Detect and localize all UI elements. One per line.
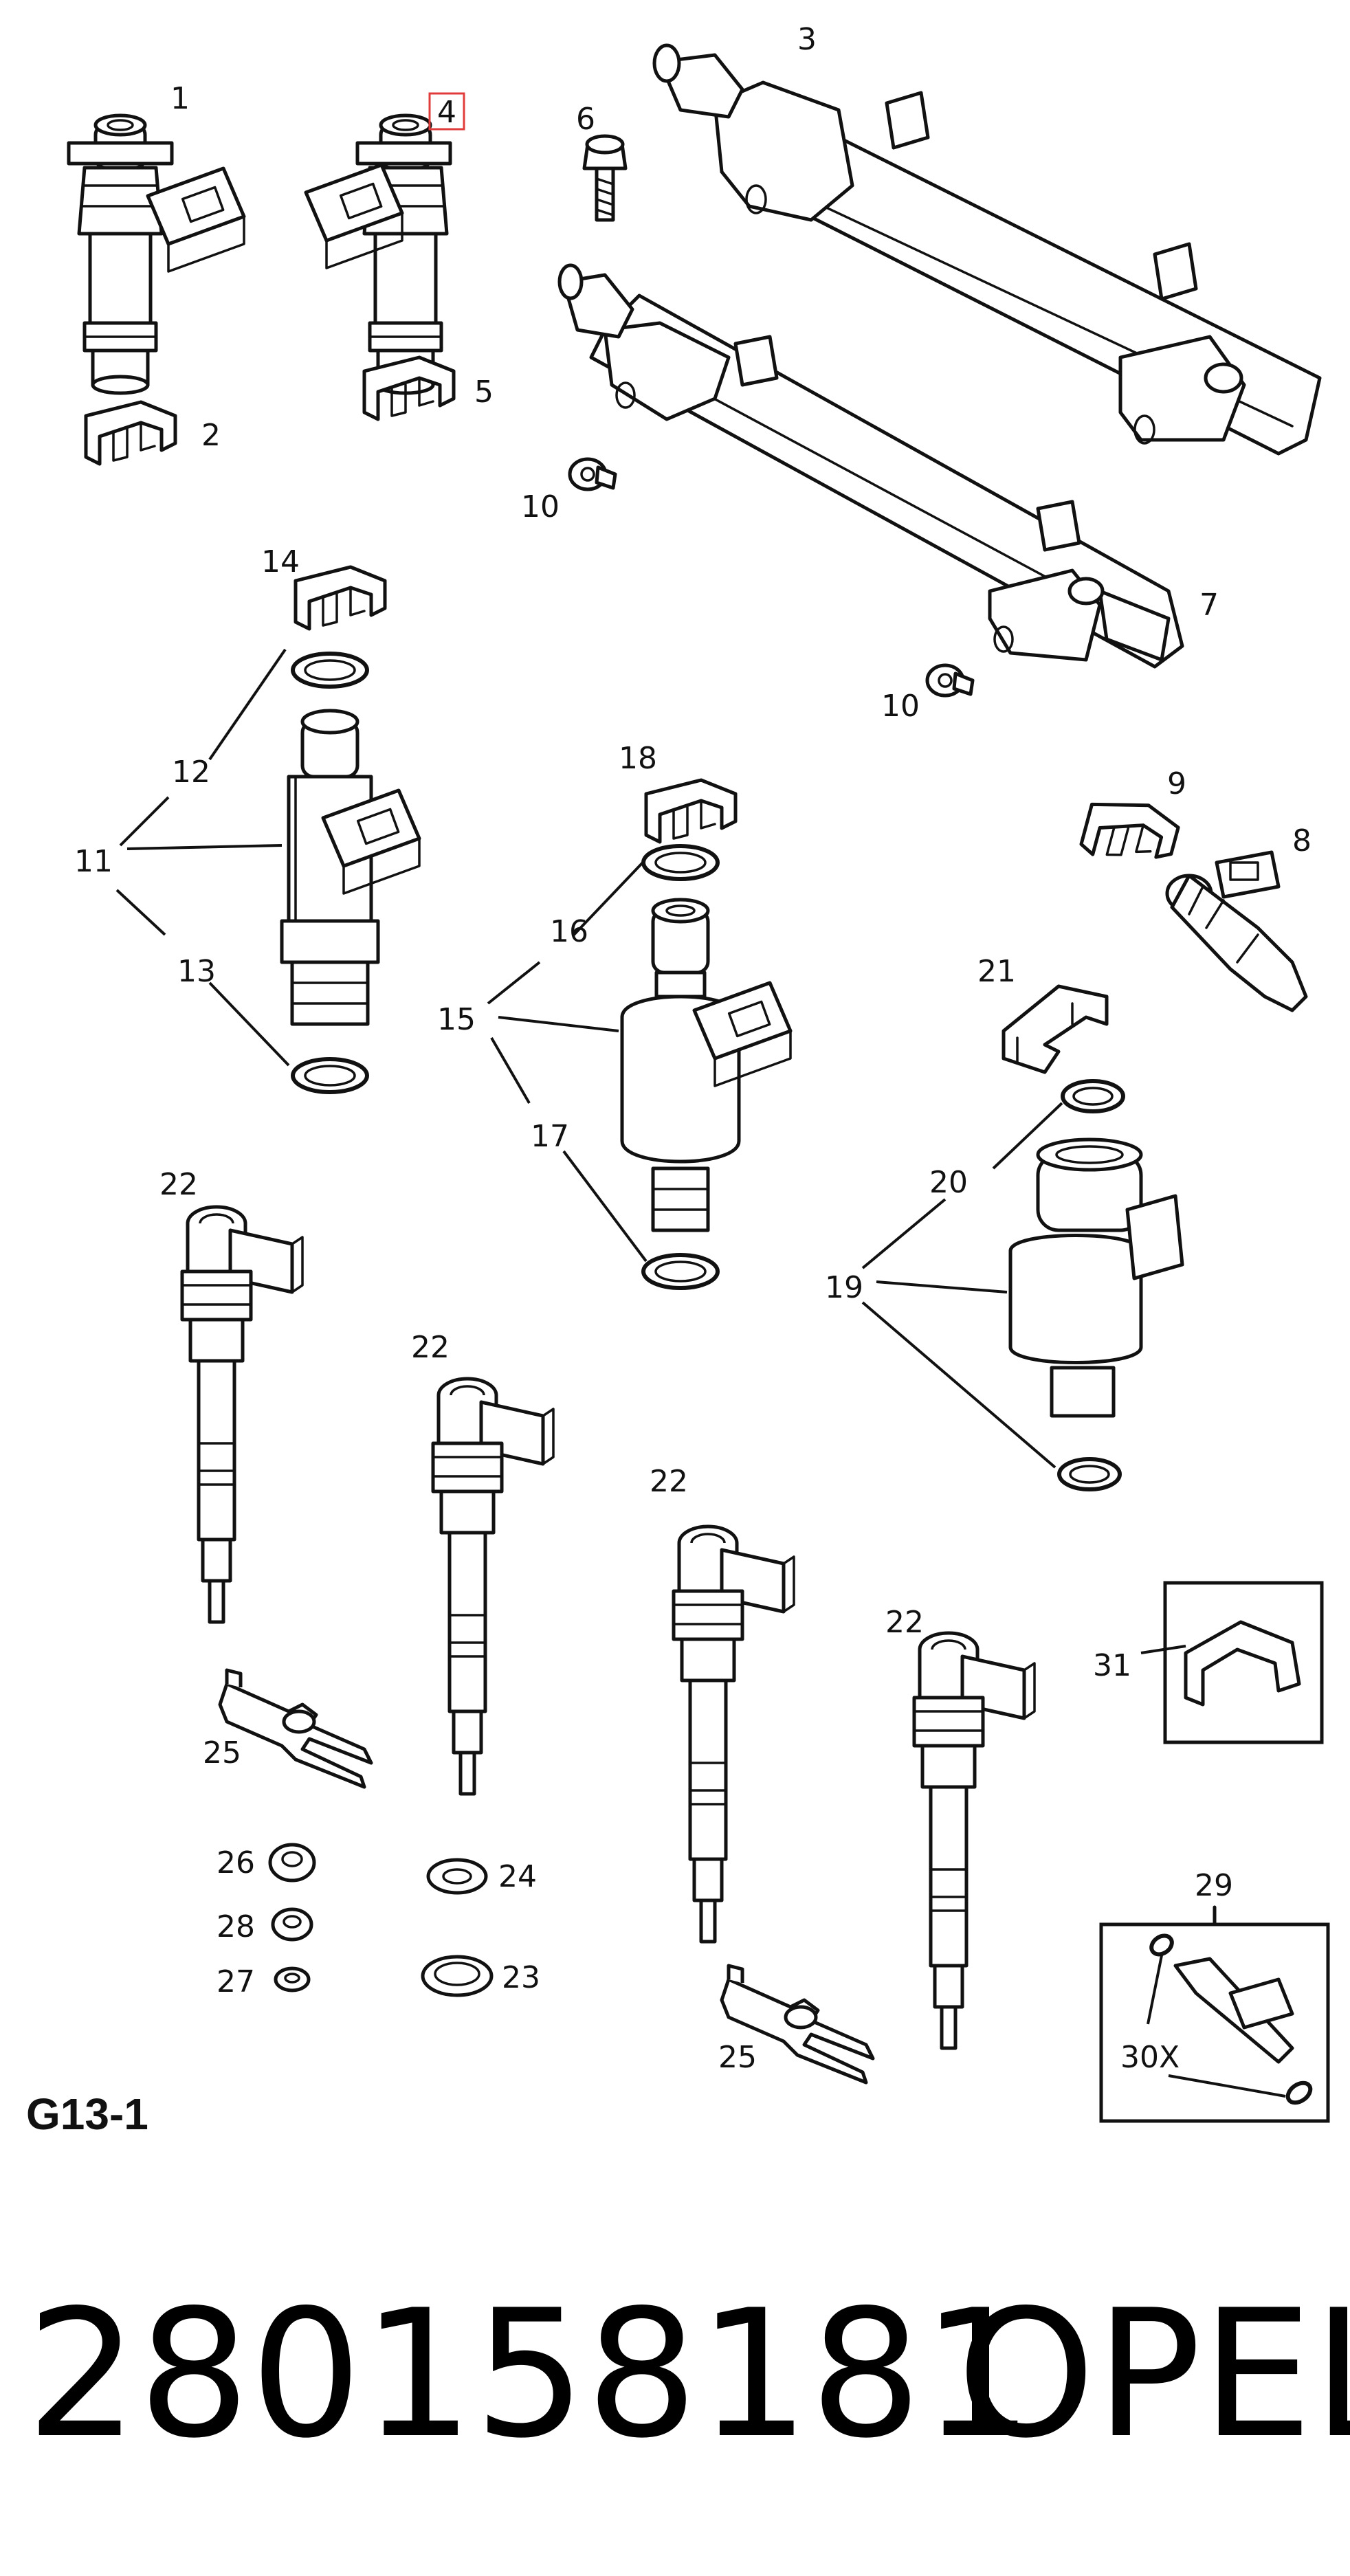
injector-part-15: [620, 898, 790, 1232]
clip-part-21: [1002, 984, 1109, 1074]
callout-6: 6: [576, 102, 595, 137]
callout-18: 18: [619, 741, 657, 776]
clip-part-2: [86, 402, 175, 464]
clip-part-9: [1079, 791, 1182, 874]
callout-16: 16: [550, 914, 588, 949]
washer-part-23: [421, 1955, 494, 1997]
seal-part-16: [641, 844, 720, 881]
clip-part-18: [646, 780, 735, 842]
ring-part-27: [274, 1966, 311, 1992]
injector-part-19: [1008, 1137, 1184, 1418]
callout-22-a: 22: [159, 1167, 198, 1202]
callout-8: 8: [1292, 823, 1312, 858]
callout-21: 21: [977, 954, 1016, 989]
diesel-injector-part-22-b: [433, 1379, 553, 1794]
callout-19: 19: [825, 1270, 863, 1305]
callout-20: 20: [929, 1165, 968, 1200]
callout-27: 27: [217, 1964, 255, 1999]
box-part-29: [1099, 1905, 1330, 2123]
diesel-injector-part-22-c: [674, 1526, 794, 1942]
seal-part-19-lower: [1057, 1457, 1122, 1491]
callout-25-right: 25: [718, 2040, 757, 2075]
brand-name: OPEL: [957, 2272, 1350, 2477]
callout-4: 4: [437, 95, 456, 130]
fork-clamp-part-25-left: [220, 1670, 371, 1787]
nut-part-26: [268, 1843, 316, 1883]
callout-9: 9: [1167, 766, 1186, 801]
callout-23: 23: [502, 1960, 540, 1995]
injector-part-11: [280, 709, 419, 1026]
callout-4-highlight: [428, 92, 465, 131]
diesel-injector-part-22-d: [914, 1633, 1034, 2048]
fuel-rail-part-7: [557, 263, 1184, 669]
callout-10-lower: 10: [881, 689, 920, 724]
diagram-group-code: G13-1: [26, 2089, 148, 2139]
washer-part-24: [426, 1858, 488, 1895]
seal-part-17: [641, 1253, 720, 1290]
callout-10-upper: 10: [521, 489, 560, 524]
callout-25-left: 25: [203, 1735, 241, 1770]
injector-part-1: [67, 115, 244, 393]
screw-part-10-lower: [925, 663, 975, 698]
callout-13: 13: [177, 954, 216, 989]
fuel-rail-part-3: [652, 43, 1322, 456]
callout-31: 31: [1093, 1648, 1131, 1683]
clip-part-14: [296, 567, 385, 629]
callout-14: 14: [261, 544, 300, 579]
seal-part-20: [1061, 1079, 1125, 1113]
callout-2: 2: [201, 418, 221, 453]
diesel-injector-part-22-a: [182, 1207, 302, 1622]
injector-part-4: [306, 115, 452, 393]
seal-part-13: [291, 1057, 369, 1094]
callout-1: 1: [170, 81, 190, 116]
callout-12: 12: [172, 755, 210, 790]
screw-part-10-upper: [568, 457, 617, 491]
callout-22-c: 22: [650, 1464, 688, 1499]
washer-part-28: [271, 1907, 313, 1942]
callout-17: 17: [531, 1119, 569, 1154]
callout-22-b: 22: [411, 1330, 450, 1365]
seal-part-12: [291, 652, 369, 689]
leader-lines: [115, 648, 1186, 1654]
bolt-part-6: [582, 134, 628, 222]
callout-3: 3: [797, 22, 817, 57]
callout-15: 15: [437, 1002, 476, 1037]
callout-24: 24: [498, 1859, 537, 1894]
callout-28: 28: [217, 1909, 255, 1944]
injector-part-8: [1165, 850, 1308, 1012]
callout-11: 11: [74, 844, 113, 879]
box-part-31: [1163, 1581, 1324, 1744]
part-number: 280158181: [26, 2272, 1034, 2477]
callout-30x: 30X: [1120, 2040, 1180, 2075]
callout-26: 26: [217, 1845, 255, 1880]
callout-22-d: 22: [885, 1605, 924, 1640]
callout-29: 29: [1195, 1868, 1233, 1903]
callout-5: 5: [474, 375, 494, 410]
callout-7: 7: [1199, 588, 1219, 623]
